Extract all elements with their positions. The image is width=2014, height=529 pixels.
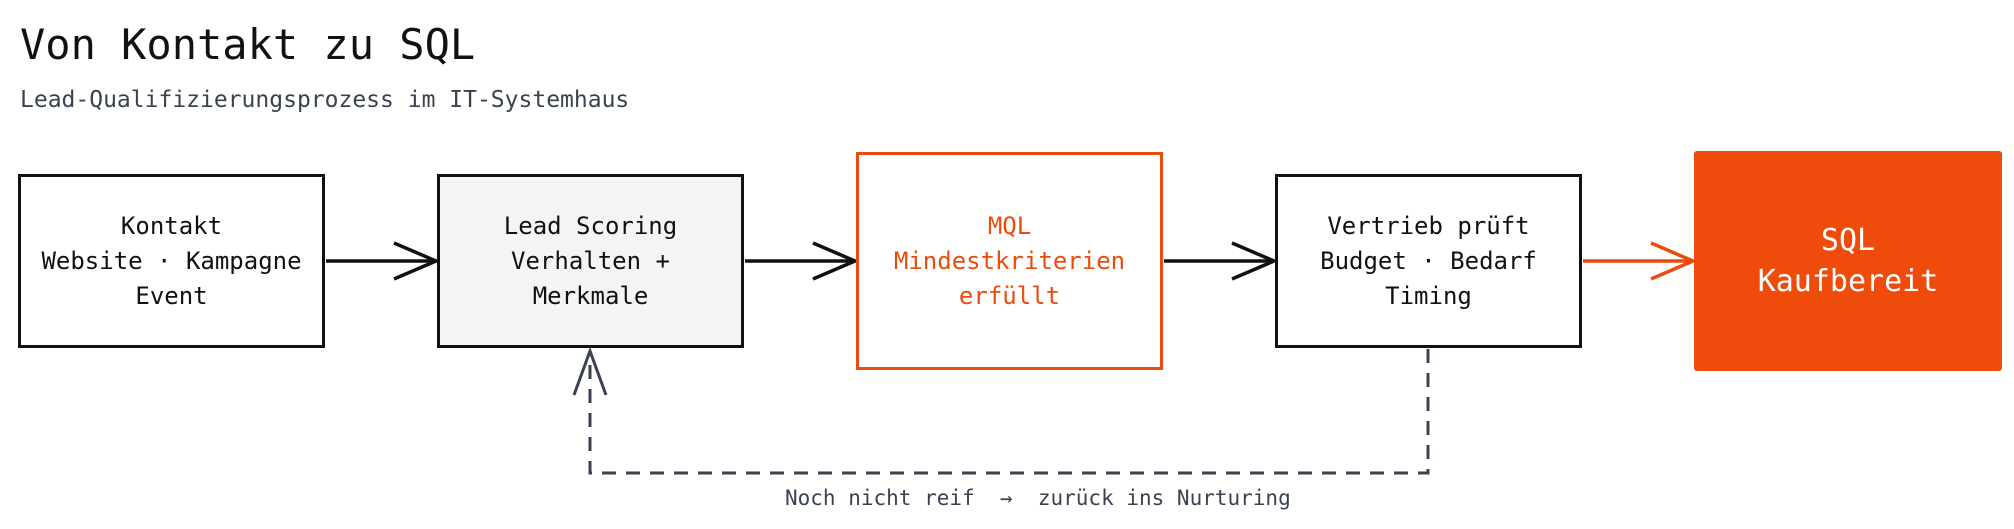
node-mql-line-1: MQL bbox=[987, 211, 1032, 240]
node-mql-line-3: erfüllt bbox=[958, 281, 1061, 310]
diagram-title: Von Kontakt zu SQL bbox=[20, 20, 476, 69]
arrow-nurturing-loop bbox=[572, 346, 1430, 475]
arrow-vertrieb-to-sql bbox=[1583, 241, 1698, 281]
node-kontakt-line-2: Website · Kampagne bbox=[41, 246, 302, 275]
loop-label: Noch nicht reif → zurück ins Nurturing bbox=[785, 486, 1291, 510]
arrow-kontakt-to-lead-scoring bbox=[326, 241, 441, 281]
arrow-lead-scoring-to-mql bbox=[745, 241, 860, 281]
node-lead-scoring-line-3: Merkmale bbox=[532, 281, 649, 310]
node-lead-scoring: Lead Scoring Verhalten + Merkmale bbox=[437, 174, 744, 348]
node-mql-line-2: Mindestkriterien bbox=[893, 246, 1126, 275]
diagram-subtitle: Lead-Qualifizierungsprozess im IT-System… bbox=[20, 87, 630, 113]
node-lead-scoring-line-2: Verhalten + bbox=[511, 246, 670, 275]
arrow-mql-to-vertrieb bbox=[1164, 241, 1279, 281]
node-vertrieb-line-3: Timing bbox=[1385, 281, 1472, 310]
node-vertrieb-line-1: Vertrieb prüft bbox=[1327, 211, 1530, 240]
node-lead-scoring-line-1: Lead Scoring bbox=[503, 211, 678, 240]
node-kontakt-line-3: Event bbox=[135, 281, 208, 310]
node-sql: SQL Kaufbereit bbox=[1694, 151, 2002, 371]
node-sql-line-2: Kaufbereit bbox=[1757, 264, 1939, 299]
node-mql: MQL Mindestkriterien erfüllt bbox=[856, 152, 1163, 370]
node-vertrieb-line-2: Budget · Bedarf bbox=[1320, 246, 1537, 275]
node-kontakt-line-1: Kontakt bbox=[120, 211, 223, 240]
node-vertrieb: Vertrieb prüft Budget · Bedarf Timing bbox=[1275, 174, 1582, 348]
node-sql-line-1: SQL bbox=[1820, 223, 1876, 258]
node-kontakt: Kontakt Website · Kampagne Event bbox=[18, 174, 325, 348]
